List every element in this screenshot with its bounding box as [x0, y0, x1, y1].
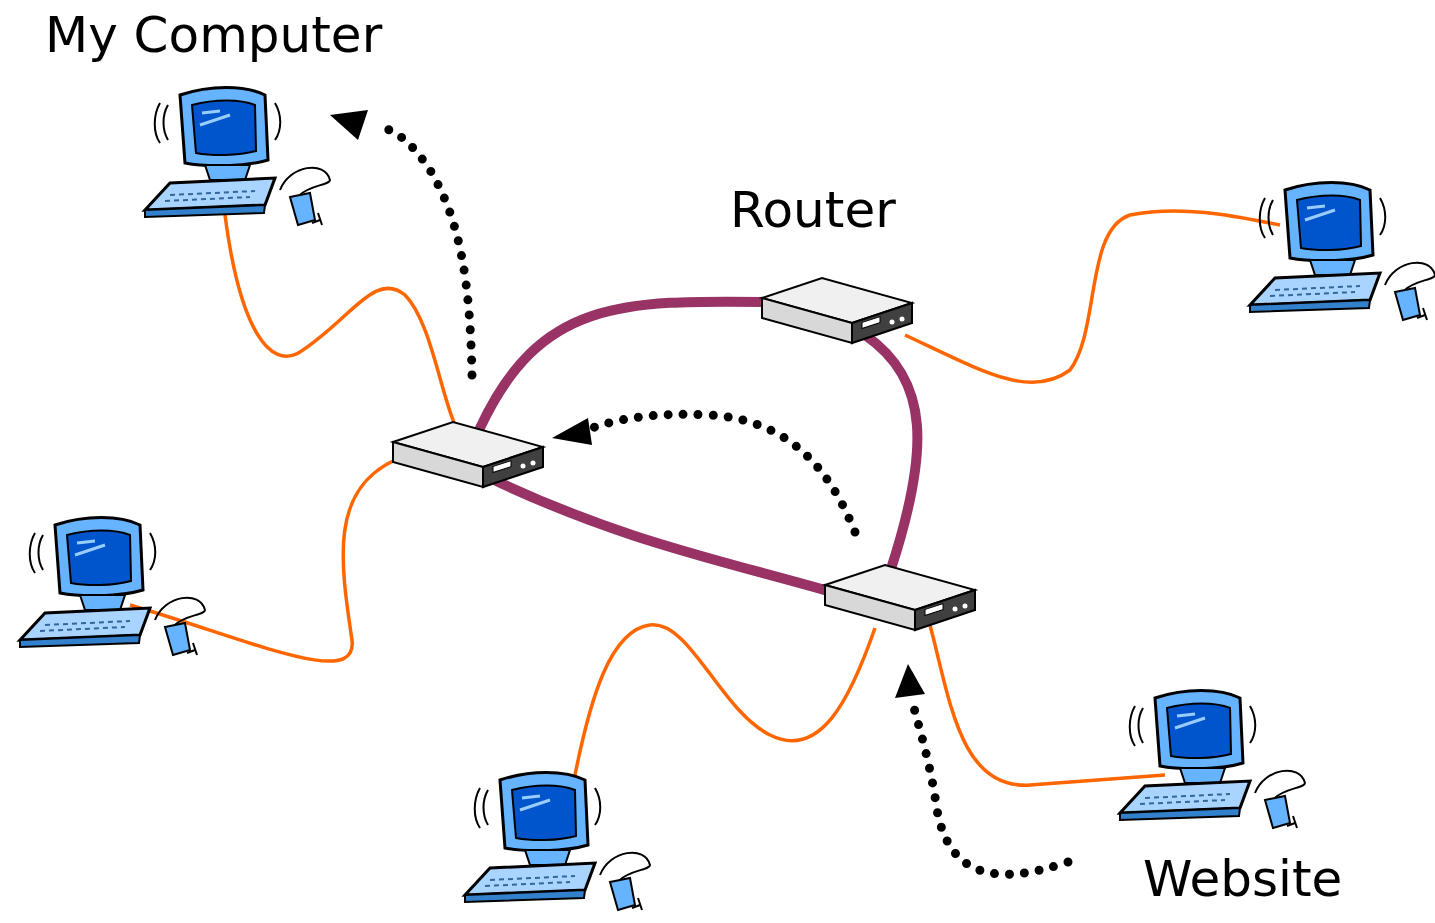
- router-label: Router: [730, 183, 896, 238]
- label-text: My Computer: [45, 8, 382, 63]
- computer-label: My Computer: [45, 8, 382, 63]
- website-label: Website: [1143, 852, 1342, 907]
- label-text: Router: [730, 183, 896, 238]
- label-text: Website: [1143, 852, 1342, 907]
